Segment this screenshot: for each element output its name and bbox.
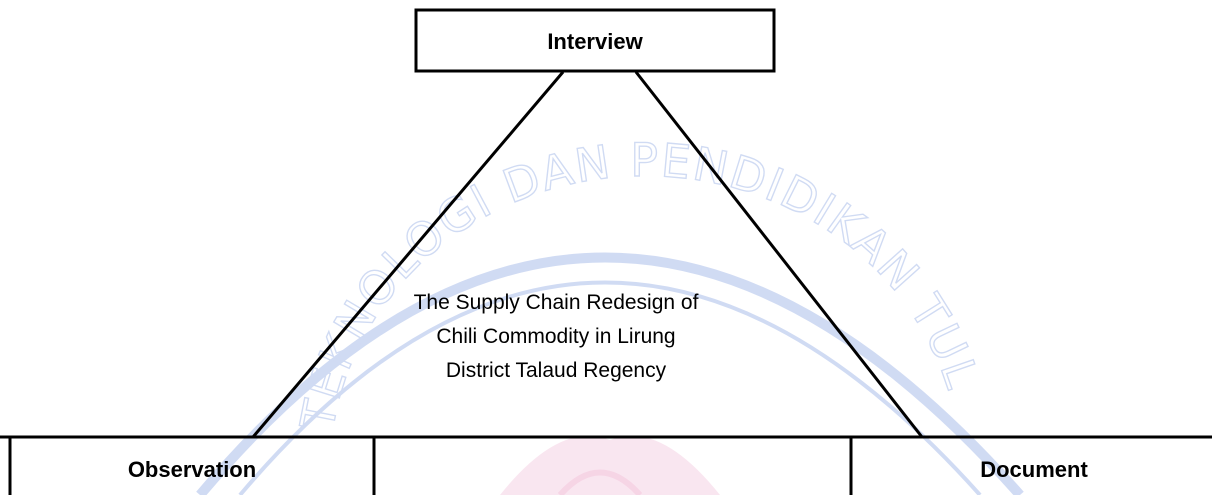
center-topic: The Supply Chain Redesign of Chili Commo…: [396, 286, 716, 388]
center-topic-line-2: Chili Commodity in Lirung: [436, 325, 676, 348]
node-interview: Interview: [414, 8, 776, 73]
watermark-emblem: [500, 435, 720, 495]
interview-label: Interview: [547, 29, 643, 54]
node-document: Document: [849, 437, 1088, 495]
line-interview-observation: [251, 71, 565, 438]
line-interview-document: [634, 71, 924, 438]
node-observation: Observation: [8, 437, 376, 495]
document-label: Document: [980, 457, 1088, 482]
observation-label: Observation: [128, 457, 256, 482]
center-topic-line-3: District Talaud Regency: [445, 359, 667, 382]
center-topic-line-1: The Supply Chain Redesign of: [413, 291, 699, 314]
